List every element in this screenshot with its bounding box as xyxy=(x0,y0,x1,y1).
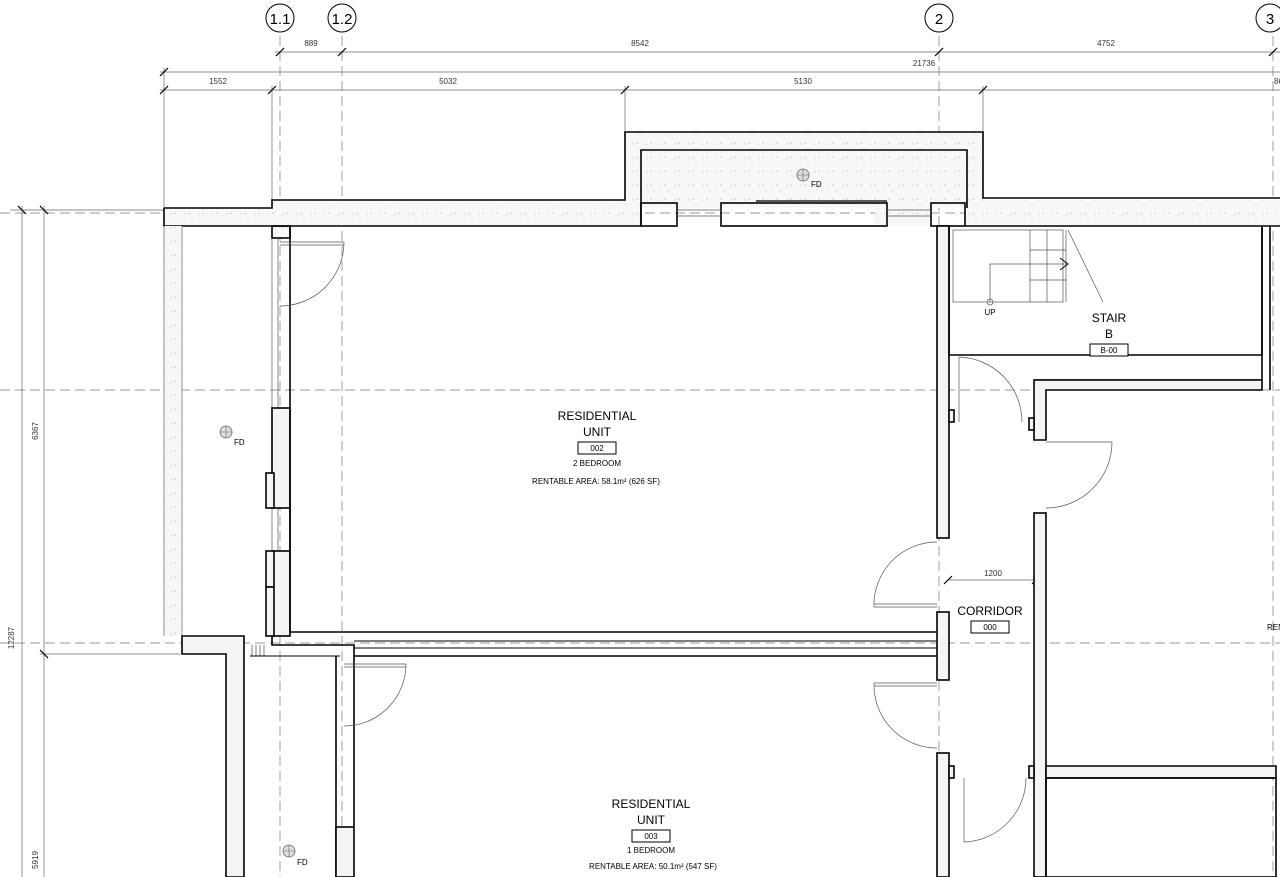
room-number-tag: 000 xyxy=(983,623,997,632)
stair-up-label: UP xyxy=(984,308,995,317)
room-name: UNIT xyxy=(583,425,612,439)
floor-drain-icon: FD xyxy=(282,844,308,867)
dimension-label: 86 xyxy=(1274,77,1280,86)
room-number-tag: 002 xyxy=(590,444,604,453)
room-number-tag: B-00 xyxy=(1101,346,1118,355)
dimension-label: 5130 xyxy=(794,77,812,86)
floor-drain-icon: FD xyxy=(219,425,245,447)
room-type: 1 BEDROOM xyxy=(627,846,675,855)
room-type: 2 BEDROOM xyxy=(573,459,621,468)
room-area: RENTABLE AREA: 50.1m² (547 SF) xyxy=(589,862,717,871)
grid-bubble-2: 2 xyxy=(924,3,954,33)
dimension-label: 5919 xyxy=(31,851,40,869)
room-label-002: RESIDENTIAL UNIT 002 2 BEDROOM RENTABLE … xyxy=(532,409,660,486)
grid-label: 2 xyxy=(935,11,943,28)
room-area: RENTABLE AREA: 58.1m² (626 SF) xyxy=(532,477,660,486)
dimension-label: 1200 xyxy=(984,569,1002,578)
cut-room-label: REN xyxy=(1267,623,1280,632)
floor-drain-label: FD xyxy=(297,858,308,867)
dimension-label: 8542 xyxy=(631,39,649,48)
floor-drain-label: FD xyxy=(234,438,245,447)
dimension-label: 6367 xyxy=(31,422,40,440)
room-name: CORRIDOR xyxy=(957,604,1023,618)
floor-drain-icon: FD xyxy=(796,168,822,189)
grid-bubble-1-1: 1.1 xyxy=(265,3,295,33)
dimension-label: 4752 xyxy=(1097,39,1115,48)
room-name: RESIDENTIAL xyxy=(558,409,637,423)
grid-label: 1.1 xyxy=(270,11,291,28)
room-name: RESIDENTIAL xyxy=(612,797,691,811)
doors xyxy=(279,241,1113,843)
dimension-label: 889 xyxy=(304,39,318,48)
walls xyxy=(163,131,1280,877)
stair-b: UP STAIR B B-00 xyxy=(952,229,1129,357)
dimension-label: 1552 xyxy=(209,77,227,86)
dimension-strings: 889 8542 4752 21736 1552 5032 5130 86 17… xyxy=(7,39,1280,877)
dimension-label: 5032 xyxy=(439,77,457,86)
room-name: UNIT xyxy=(637,813,666,827)
grid-bubble-3: 3 xyxy=(1255,3,1280,33)
room-label-003: RESIDENTIAL UNIT 003 1 BEDROOM RENTABLE … xyxy=(589,797,717,871)
grid-label: 1.2 xyxy=(332,11,353,28)
grid-bubble-1-2: 1.2 xyxy=(327,3,357,33)
room-name: STAIR xyxy=(1092,311,1127,325)
dimension-label: 21736 xyxy=(913,59,936,68)
floor-drain-label: FD xyxy=(811,180,822,189)
dimension-label: 12287 xyxy=(7,626,16,649)
room-number-tag: 003 xyxy=(644,832,658,841)
room-label-corridor: CORRIDOR 000 xyxy=(957,604,1023,634)
grid-label: 3 xyxy=(1266,11,1274,28)
room-name: B xyxy=(1105,327,1113,341)
